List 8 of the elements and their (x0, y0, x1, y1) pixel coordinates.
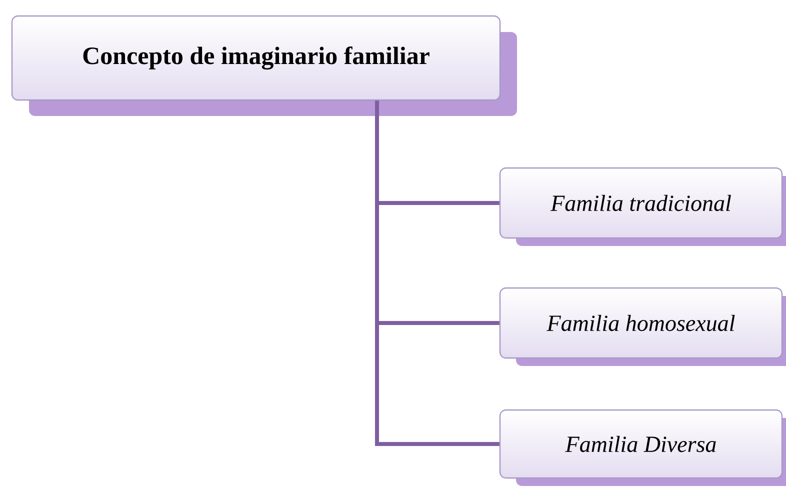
category-box: Familia tradicional (499, 167, 786, 246)
connector-line (375, 442, 500, 446)
connector-line (375, 100, 379, 444)
connector-line (375, 321, 500, 325)
connector-line (375, 201, 500, 205)
category-box: Familia Diversa (499, 409, 786, 486)
title-box: Concepto de imaginario familiar (11, 15, 517, 116)
category-box: Familia homosexual (499, 287, 786, 366)
